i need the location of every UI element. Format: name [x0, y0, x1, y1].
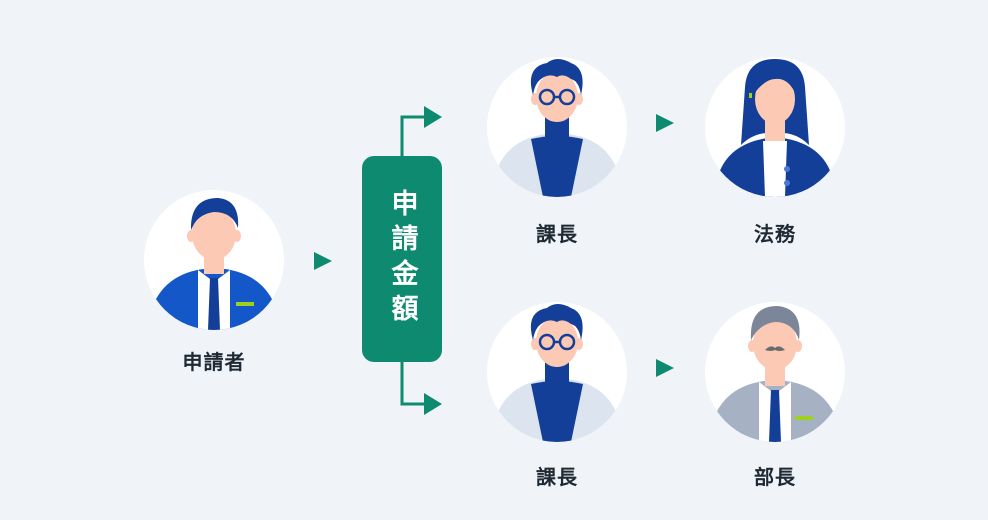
- applicant-label: 申請者: [182, 350, 246, 374]
- triangle-right-icon: [656, 114, 674, 132]
- condition-box: 申請金額: [362, 156, 442, 362]
- section-chief-avatar-bottom: [487, 302, 627, 442]
- department-head-avatar: [705, 302, 845, 442]
- triangle-right-icon: [656, 359, 674, 377]
- branch-arrow-icon: [400, 106, 442, 160]
- legal-avatar: [705, 57, 845, 197]
- applicant-avatar: [144, 190, 284, 330]
- section-chief-label-bottom: 課長: [536, 465, 578, 489]
- branch-arrow-icon: [400, 360, 442, 415]
- condition-label: 申請金額: [386, 189, 418, 329]
- legal-label: 法務: [754, 222, 796, 246]
- section-chief-label-top: 課長: [536, 222, 578, 246]
- triangle-right-icon: [314, 252, 332, 270]
- section-chief-avatar-top: [487, 57, 627, 197]
- department-head-label: 部長: [754, 465, 796, 489]
